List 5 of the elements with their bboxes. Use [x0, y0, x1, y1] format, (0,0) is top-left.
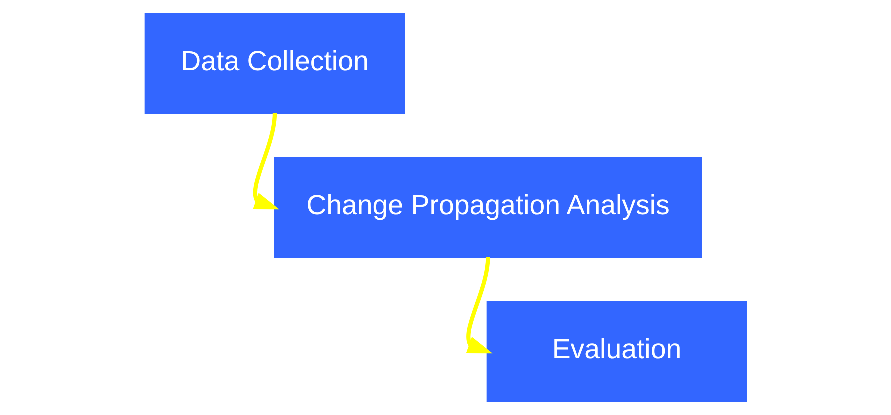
node-box: Change Propagation Analysis [274, 156, 702, 258]
node-box: Data Collection [144, 12, 405, 114]
node-box: Evaluation [486, 300, 747, 402]
arrow [252, 113, 280, 210]
arrow [466, 257, 492, 354]
